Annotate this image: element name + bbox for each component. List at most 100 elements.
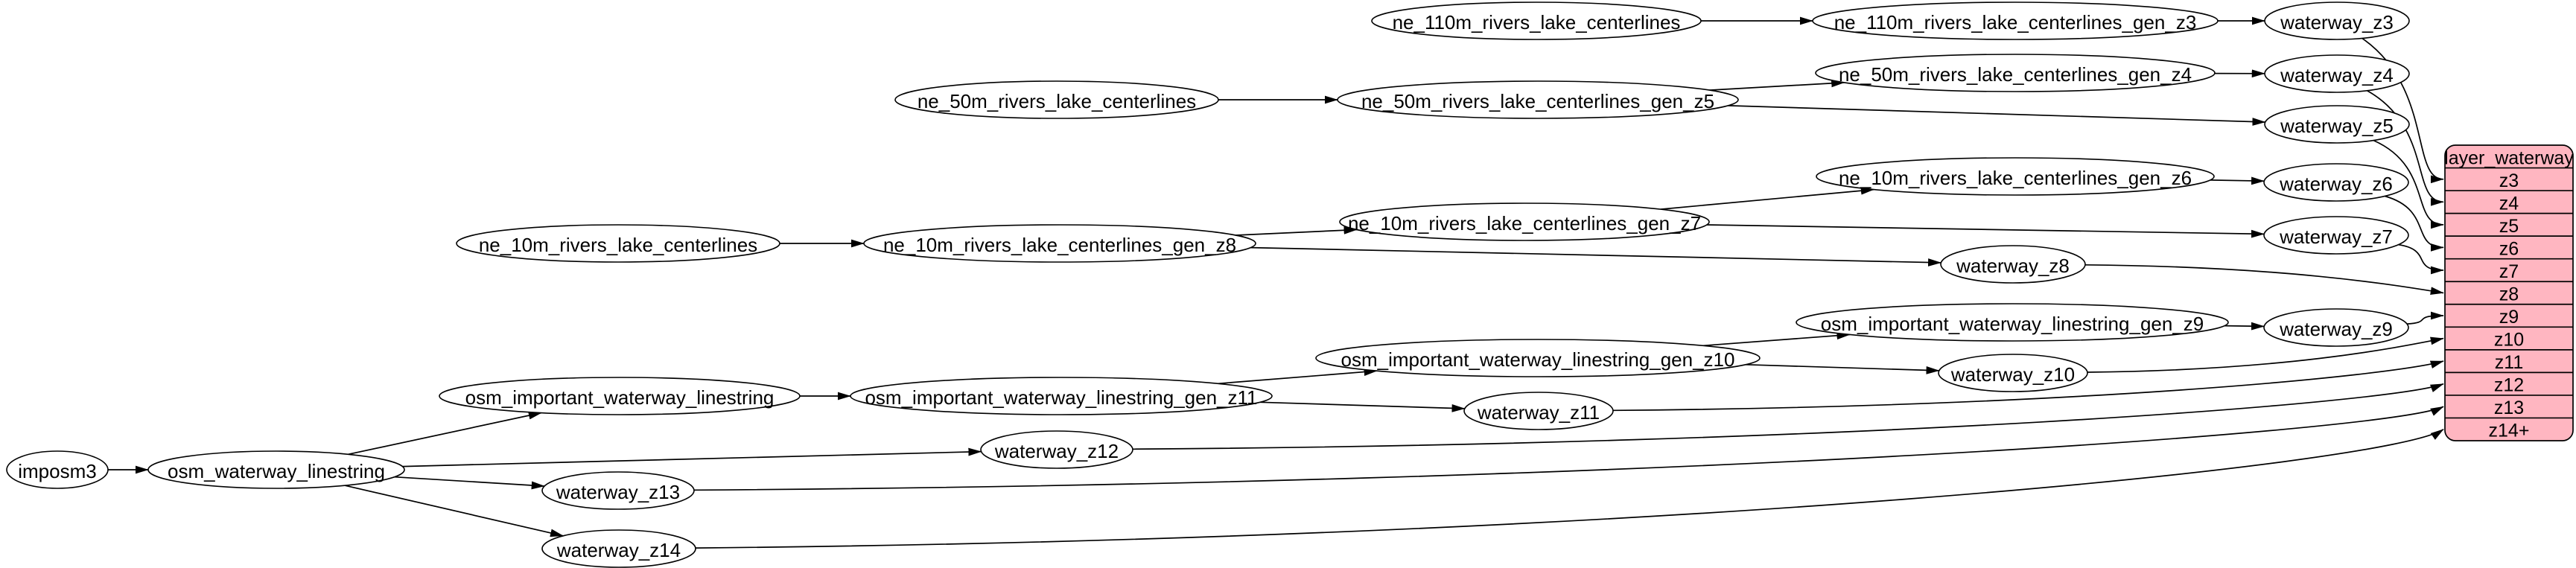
edge-ne_10m_rivers_lake_centerlines_gen_z7-to-ne_10m_rivers_lake_centerlines_gen_z6 (1660, 186, 1874, 210)
node-ellipse-ne_10m_rivers_lake_centerlines_gen_z7 (1339, 202, 1710, 241)
node-waterway_z3: waterway_z3 (2264, 1, 2410, 40)
edge-waterway_z3-to-row-z3 (2362, 37, 2444, 184)
node-label-waterway_z3: waterway_z3 (2280, 11, 2394, 33)
node-ellipse-ne_110m_rivers_lake_centerlines_gen_z3 (1812, 1, 2219, 40)
edge-ne_10m_rivers_lake_centerlines_gen_z6-to-waterway_z6 (2210, 176, 2265, 185)
node-waterway_z8: waterway_z8 (1940, 245, 2086, 284)
node-label-waterway_z11: waterway_z11 (1477, 401, 1600, 424)
node-waterway_z12: waterway_z12 (980, 430, 1133, 469)
node-waterway_z11: waterway_z11 (1463, 392, 1614, 430)
node-ne_110m_rivers_lake_centerlines_gen_z3: ne_110m_rivers_lake_centerlines_gen_z3 (1812, 1, 2219, 40)
node-label-waterway_z7: waterway_z7 (2279, 226, 2393, 248)
node-osm_waterway_linestring: osm_waterway_linestring (147, 450, 405, 489)
node-ne_10m_rivers_lake_centerlines_gen_z8: ne_10m_rivers_lake_centerlines_gen_z8 (863, 224, 1256, 263)
node-label-ne_50m_rivers_lake_centerlines_gen_z5: ne_50m_rivers_lake_centerlines_gen_z5 (1361, 90, 1714, 112)
edge-waterway_z11-to-row-z11 (1612, 360, 2444, 412)
node-ellipse-waterway_z14 (541, 529, 696, 568)
node-ne_110m_rivers_lake_centerlines: ne_110m_rivers_lake_centerlines (1371, 1, 1702, 40)
edge-waterway_z7-to-row-z7 (2398, 243, 2444, 275)
node-label-ne_10m_rivers_lake_centerlines: ne_10m_rivers_lake_centerlines (479, 234, 757, 256)
node-label-osm_important_waterway_linestring_gen_z10: osm_important_waterway_linestring_gen_z1… (1341, 348, 1735, 371)
node-ellipse-ne_50m_rivers_lake_centerlines_gen_z4 (1815, 54, 2216, 92)
node-label-waterway_z6: waterway_z6 (2279, 173, 2393, 195)
edge-ne_50m_rivers_lake_centerlines_gen_z5-to-waterway_z5 (1728, 105, 2266, 126)
edge-waterway_z12-to-row-z12 (1132, 383, 2444, 450)
node-ne_50m_rivers_lake_centerlines: ne_50m_rivers_lake_centerlines (894, 80, 1219, 119)
node-ellipse-ne_50m_rivers_lake_centerlines (894, 80, 1219, 119)
node-label-waterway_z13: waterway_z13 (556, 481, 680, 503)
node-ellipse-osm_important_waterway_linestring_gen_z11 (850, 377, 1273, 415)
node-ellipse-osm_important_waterway_linestring_gen_z10 (1315, 339, 1761, 377)
record-row-z11: z11 (2495, 352, 2523, 373)
node-waterway_z13: waterway_z13 (541, 471, 695, 510)
node-ellipse-ne_110m_rivers_lake_centerlines (1371, 1, 1702, 40)
edge-waterway_z5-to-row-z5 (2373, 139, 2444, 229)
record-row-z3: z3 (2499, 170, 2519, 191)
node-ellipse-osm_important_waterway_linestring (439, 377, 801, 415)
record-row-z5: z5 (2499, 216, 2519, 237)
edge-waterway_z10-to-row-z10 (2087, 336, 2444, 373)
node-label-ne_110m_rivers_lake_centerlines_gen_z3: ne_110m_rivers_lake_centerlines_gen_z3 (1834, 11, 2197, 33)
node-ellipse-waterway_z13 (541, 471, 695, 510)
node-ne_50m_rivers_lake_centerlines_gen_z4: ne_50m_rivers_lake_centerlines_gen_z4 (1815, 54, 2216, 92)
node-label-imposm3: imposm3 (18, 460, 96, 482)
record-row-z6: z6 (2499, 238, 2519, 259)
edge-osm_waterway_linestring-to-waterway_z13 (394, 476, 545, 490)
node-ellipse-imposm3 (6, 450, 109, 489)
record-row-z4: z4 (2499, 193, 2519, 214)
record-row-z13: z13 (2494, 398, 2524, 418)
node-ellipse-osm_waterway_linestring (147, 450, 405, 489)
node-waterway_z6: waterway_z6 (2263, 163, 2409, 202)
node-label-ne_10m_rivers_lake_centerlines_gen_z8: ne_10m_rivers_lake_centerlines_gen_z8 (883, 234, 1236, 256)
node-label-osm_important_waterway_linestring_gen_z9: osm_important_waterway_linestring_gen_z9 (1821, 313, 2204, 335)
node-osm_important_waterway_linestring_gen_z11: osm_important_waterway_linestring_gen_z1… (850, 377, 1273, 415)
node-label-waterway_z9: waterway_z9 (2279, 318, 2393, 340)
node-ne_10m_rivers_lake_centerlines: ne_10m_rivers_lake_centerlines (456, 224, 780, 263)
edge-osm_important_waterway_linestring_gen_z11-to-osm_important_waterway_linestring_gen_z10 (1218, 368, 1378, 385)
node-label-waterway_z5: waterway_z5 (2280, 115, 2394, 137)
record-row-z12: z12 (2494, 375, 2524, 396)
node-label-waterway_z10: waterway_z10 (1950, 363, 2075, 386)
edge-waterway_z4-to-row-z4 (2367, 89, 2444, 206)
edge-ne_10m_rivers_lake_centerlines_gen_z7-to-waterway_z7 (1706, 224, 2265, 238)
edge-waterway_z8-to-row-z8 (2084, 264, 2444, 296)
node-ellipse-waterway_z11 (1463, 392, 1614, 430)
node-label-osm_important_waterway_linestring_gen_z11: osm_important_waterway_linestring_gen_z1… (865, 386, 1257, 409)
edge-osm_important_waterway_linestring_gen_z10-to-waterway_z10 (1746, 363, 1940, 374)
edge-osm_waterway_linestring-to-osm_important_waterway_linestring (348, 411, 542, 456)
node-label-ne_50m_rivers_lake_centerlines: ne_50m_rivers_lake_centerlines (917, 90, 1196, 112)
edge-ne_50m_rivers_lake_centerlines_gen_z5-to-ne_50m_rivers_lake_centerlines_gen_z4 (1709, 79, 1845, 91)
node-ellipse-waterway_z8 (1940, 245, 2086, 284)
node-ellipse-waterway_z6 (2263, 163, 2409, 202)
record-title: layer_waterway (2444, 147, 2574, 168)
node-ne_10m_rivers_lake_centerlines_gen_z6: ne_10m_rivers_lake_centerlines_gen_z6 (1816, 157, 2215, 196)
node-ellipse-osm_important_waterway_linestring_gen_z9 (1796, 303, 2229, 342)
node-osm_important_waterway_linestring_gen_z10: osm_important_waterway_linestring_gen_z1… (1315, 339, 1761, 377)
node-ellipse-ne_10m_rivers_lake_centerlines_gen_z8 (863, 224, 1256, 263)
node-waterway_z5: waterway_z5 (2264, 105, 2410, 144)
node-ellipse-ne_10m_rivers_lake_centerlines (456, 224, 780, 263)
record-row-z8: z8 (2499, 284, 2519, 305)
edge-osm_important_waterway_linestring_gen_z11-to-waterway_z11 (1259, 401, 1466, 412)
edge-osm_important_waterway_linestring_gen_z10-to-osm_important_waterway_linestring_gen_z9 (1702, 331, 1851, 347)
node-label-ne_110m_rivers_lake_centerlines: ne_110m_rivers_lake_centerlines (1393, 11, 1681, 33)
edge-osm_important_waterway_linestring_gen_z9-to-waterway_z9 (2224, 322, 2265, 331)
node-label-osm_important_waterway_linestring: osm_important_waterway_linestring (465, 386, 775, 409)
node-ellipse-waterway_z5 (2264, 105, 2410, 144)
edge-osm_waterway_linestring-to-waterway_z14 (344, 485, 565, 537)
record-row-z9: z9 (2499, 307, 2519, 328)
node-label-osm_waterway_linestring: osm_waterway_linestring (168, 460, 385, 482)
record-body (2444, 144, 2574, 441)
node-ellipse-waterway_z4 (2264, 54, 2410, 93)
node-waterway_z7: waterway_z7 (2263, 216, 2409, 255)
node-waterway_z9: waterway_z9 (2263, 308, 2409, 347)
edge-osm_waterway_linestring-to-waterway_z12 (402, 447, 982, 468)
node-label-waterway_z8: waterway_z8 (1956, 255, 2070, 277)
node-waterway_z14: waterway_z14 (541, 529, 696, 568)
node-ellipse-ne_10m_rivers_lake_centerlines_gen_z6 (1816, 157, 2215, 196)
node-ellipse-waterway_z12 (980, 430, 1133, 469)
node-ellipse-ne_50m_rivers_lake_centerlines_gen_z5 (1337, 80, 1739, 119)
edge-waterway_z13-to-row-z13 (693, 406, 2444, 491)
node-label-ne_10m_rivers_lake_centerlines_gen_z6: ne_10m_rivers_lake_centerlines_gen_z6 (1839, 167, 2192, 189)
